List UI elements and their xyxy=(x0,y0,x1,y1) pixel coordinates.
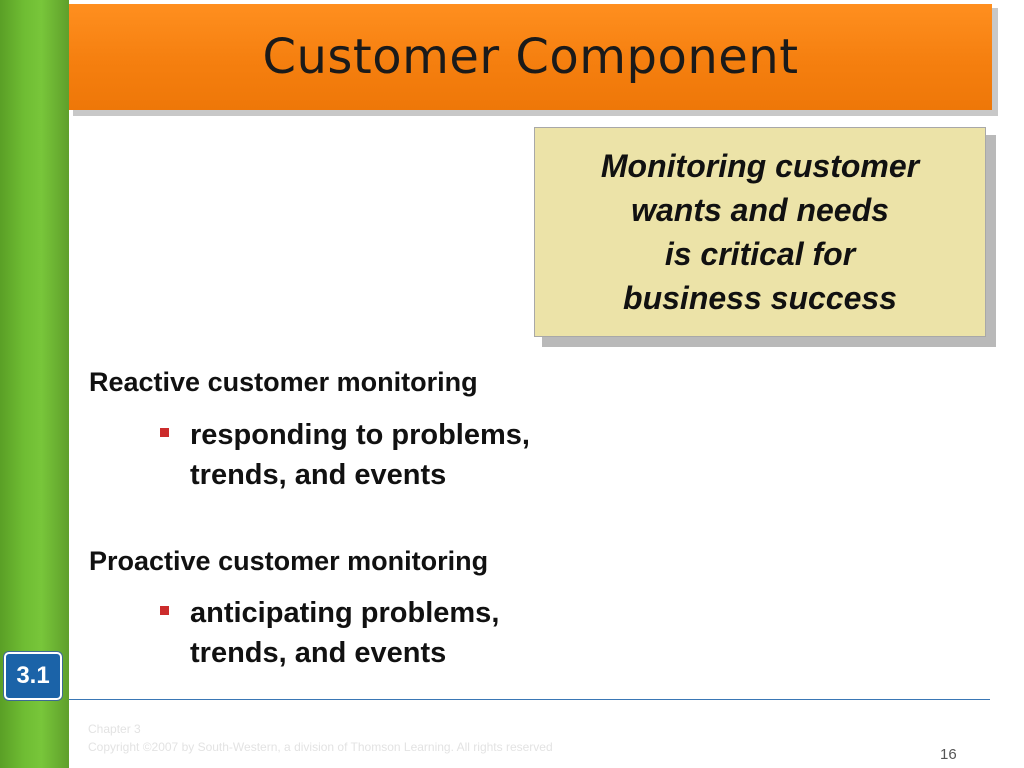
callout-line: business success xyxy=(623,280,897,316)
section-heading-proactive: Proactive customer monitoring xyxy=(89,546,489,576)
footer-divider xyxy=(69,699,990,700)
bullet-text: responding to problems, trends, and even… xyxy=(190,415,530,495)
footer-chapter: Chapter 3 xyxy=(88,722,141,736)
title-bar xyxy=(69,4,992,110)
callout-box: Monitoring customer wants and needs is c… xyxy=(534,127,986,337)
bullet-item-proactive: anticipating problems, trends, and event… xyxy=(160,593,499,673)
callout-line: Monitoring customer xyxy=(600,148,920,184)
square-bullet-icon xyxy=(160,606,169,615)
callout-line: wants and needs xyxy=(631,192,889,228)
bullet-text: anticipating problems, trends, and event… xyxy=(190,593,499,673)
bullet-line: trends, and events xyxy=(190,637,447,669)
bullet-line: anticipating problems, xyxy=(190,597,500,629)
footer-copyright: Copyright ©2007 by South-Western, a divi… xyxy=(88,740,553,754)
slide-title: Customer Component xyxy=(262,29,799,85)
side-accent-bar xyxy=(0,0,69,768)
callout-text: Monitoring customer wants and needs is c… xyxy=(601,144,919,320)
section-heading-reactive: Reactive customer monitoring xyxy=(89,367,478,397)
callout-line: is critical for xyxy=(664,236,856,272)
square-bullet-icon xyxy=(160,428,169,437)
bullet-line: responding to problems, xyxy=(190,419,530,451)
section-number-badge: 3.1 xyxy=(4,652,62,700)
bullet-item-reactive: responding to problems, trends, and even… xyxy=(160,415,530,495)
bullet-line: trends, and events xyxy=(190,459,447,491)
page-number: 16 xyxy=(940,746,957,763)
